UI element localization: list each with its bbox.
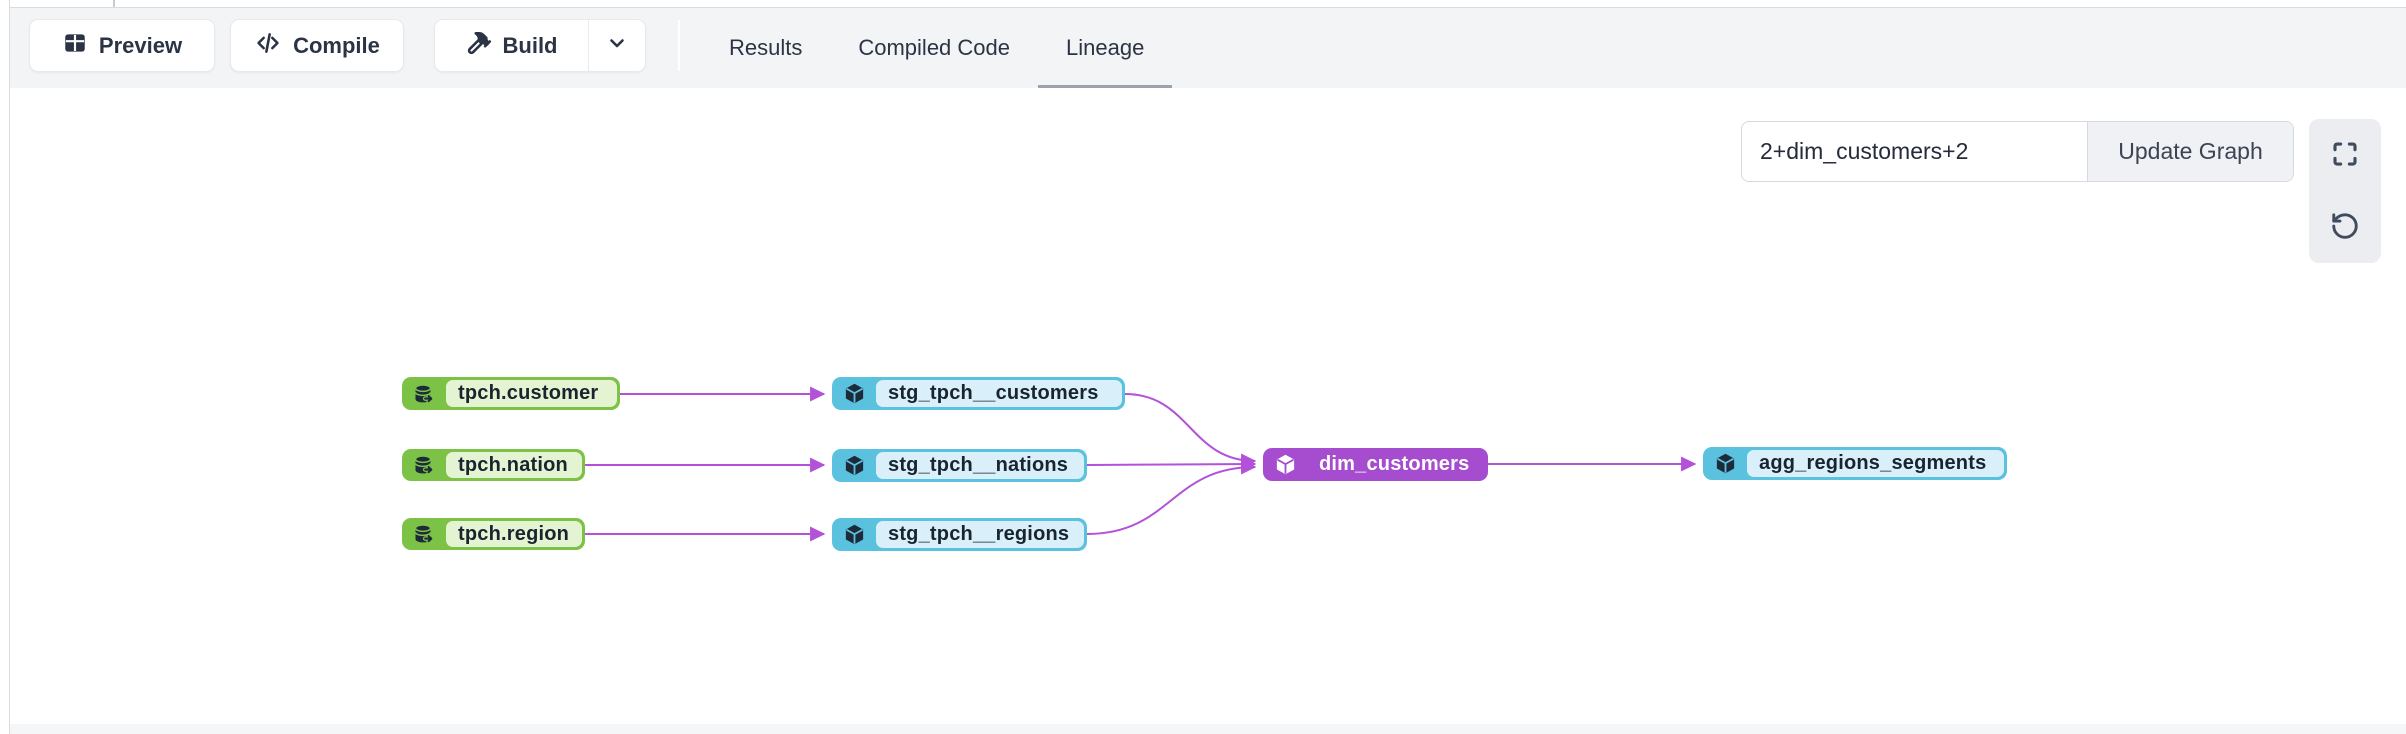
build-button-group: Build <box>434 19 646 72</box>
node-label: dim_customers <box>1319 453 1470 475</box>
node-label: stg_tpch__regions <box>876 521 1084 548</box>
node-label: stg_tpch__nations <box>876 452 1084 479</box>
node-label: stg_tpch__customers <box>876 380 1122 407</box>
database-arrow-icon <box>402 377 446 410</box>
edge-stg_tpch__regions-to-dim_customers <box>1086 459 1257 535</box>
lineage-node-tpch_customer[interactable]: tpch.customer <box>402 377 620 410</box>
database-arrow-icon <box>402 518 446 550</box>
lineage-node-stg_tpch__customers[interactable]: stg_tpch__customers <box>832 377 1125 410</box>
compile-button-label: Compile <box>293 32 380 58</box>
node-label: agg_regions_segments <box>1747 450 2004 477</box>
maximize-icon <box>2330 139 2360 172</box>
result-tabs: Results Compiled Code Lineage <box>701 8 1173 89</box>
lineage-node-agg_regions_segments[interactable]: agg_regions_segments <box>1703 447 2007 480</box>
update-graph-button[interactable]: Update Graph <box>2087 122 2293 181</box>
lineage-node-tpch_region[interactable]: tpch.region <box>402 518 586 550</box>
cube-icon <box>1263 448 1307 481</box>
node-label: tpch.customer <box>446 380 617 407</box>
edge-stg_tpch__nations-to-dim_customers <box>1086 456 1257 472</box>
lineage-node-tpch_nation[interactable]: tpch.nation <box>402 449 585 481</box>
graph-view-controls <box>2309 119 2381 263</box>
preview-button-label: Preview <box>98 32 183 58</box>
node-label: tpch.region <box>446 521 583 547</box>
cube-icon <box>1703 447 1747 480</box>
rotate-ccw-icon <box>2330 211 2360 244</box>
edge-stg_tpch__customers-to-dim_customers <box>1124 393 1257 469</box>
tab-results[interactable]: Results <box>729 35 803 60</box>
toolbar-divider <box>678 20 680 71</box>
build-button[interactable]: Build <box>435 20 588 71</box>
database-arrow-icon <box>402 449 446 481</box>
lineage-node-stg_tpch__nations[interactable]: stg_tpch__nations <box>832 449 1087 482</box>
fullscreen-button[interactable] <box>2309 119 2381 191</box>
preview-button[interactable]: Preview <box>29 19 215 72</box>
table-grid-icon <box>62 30 88 62</box>
reset-view-button[interactable] <box>2309 191 2381 263</box>
lineage-canvas[interactable]: tpch.customer tpch.nation tpch.region st… <box>10 88 2406 724</box>
compile-button[interactable]: Compile <box>230 19 404 72</box>
lineage-selector-input[interactable] <box>1742 122 2087 181</box>
lineage-node-dim_customers[interactable]: dim_customers <box>1263 448 1488 481</box>
tab-lineage[interactable]: Lineage <box>1038 8 1173 89</box>
node-label: tpch.nation <box>446 452 582 478</box>
hammer-icon <box>466 30 492 62</box>
bottom-chrome-strip <box>10 723 2406 734</box>
build-options-button[interactable] <box>588 20 645 71</box>
lineage-selector-group: Update Graph <box>1741 121 2294 182</box>
cube-icon <box>832 518 876 551</box>
cube-icon <box>832 449 876 482</box>
file-tab-separator <box>113 0 115 7</box>
tab-compiled-code[interactable]: Compiled Code <box>858 35 1010 60</box>
lineage-node-stg_tpch__regions[interactable]: stg_tpch__regions <box>832 518 1087 551</box>
cube-icon <box>832 377 876 410</box>
left-chrome-strip <box>0 0 10 734</box>
top-chrome-strip <box>10 0 2406 8</box>
code-brackets-icon <box>254 29 282 63</box>
chevron-down-icon <box>605 31 629 60</box>
build-button-label: Build <box>502 32 558 58</box>
results-toolbar: Preview Compile Build Results <box>10 8 2406 89</box>
